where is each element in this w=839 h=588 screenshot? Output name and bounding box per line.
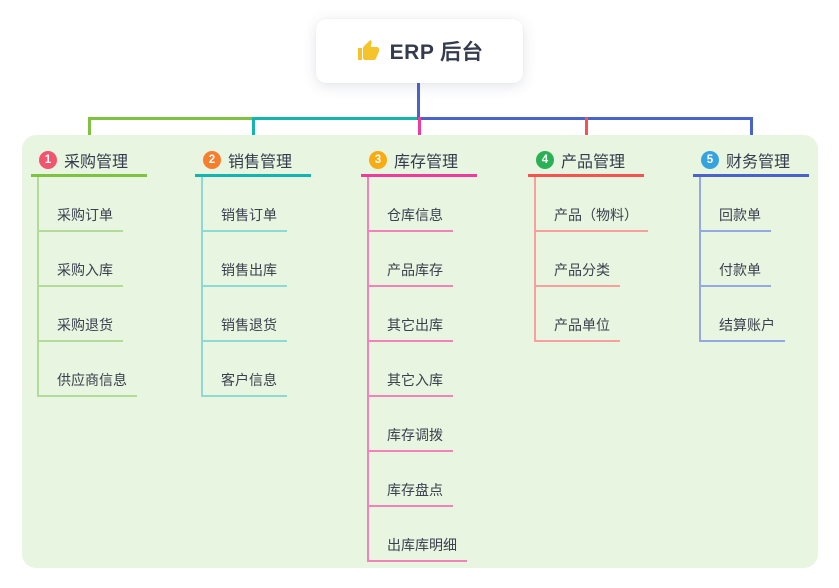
branch-child-item[interactable]: 仓库信息 bbox=[369, 177, 467, 232]
trunk-segment-line bbox=[253, 117, 418, 120]
branch-child-item[interactable]: 产品（物料） bbox=[536, 177, 648, 232]
branch-header[interactable]: 2 销售管理 bbox=[195, 146, 311, 177]
branch-drop-line bbox=[749, 117, 753, 146]
branch-children: 销售订单销售出库销售退货客户信息 bbox=[201, 177, 287, 397]
branch-child-item[interactable]: 销售订单 bbox=[203, 177, 287, 232]
child-label: 采购退货 bbox=[39, 315, 123, 342]
branch-title: 库存管理 bbox=[394, 154, 459, 171]
branch-number-badge: 3 bbox=[369, 151, 387, 169]
branch-number-badge: 4 bbox=[536, 151, 554, 169]
branch-child-item[interactable]: 出库库明细 bbox=[369, 507, 467, 562]
branch-child-item[interactable]: 销售退货 bbox=[203, 287, 287, 342]
branch-title: 产品管理 bbox=[561, 154, 626, 171]
branch-child-item[interactable]: 其它入库 bbox=[369, 342, 467, 397]
branch-child-item[interactable]: 产品单位 bbox=[536, 287, 648, 342]
thumbs-up-icon bbox=[356, 39, 380, 63]
branch-number-badge: 5 bbox=[701, 151, 719, 169]
child-label: 产品库存 bbox=[369, 260, 453, 287]
branch-child-item[interactable]: 结算账户 bbox=[701, 287, 785, 342]
branch-drop-line bbox=[251, 117, 255, 146]
child-label: 库存调拨 bbox=[369, 425, 453, 452]
branch-title: 销售管理 bbox=[228, 154, 293, 171]
root-title: ERP 后台 bbox=[389, 41, 484, 64]
child-label: 产品（物料） bbox=[536, 205, 648, 232]
branch-drop-line bbox=[584, 117, 588, 146]
child-label: 销售出库 bbox=[203, 260, 287, 287]
branch-drop-line bbox=[417, 117, 421, 146]
child-label: 销售退货 bbox=[203, 315, 287, 342]
mindmap-root-node[interactable]: ERP 后台 bbox=[316, 19, 523, 83]
child-label: 销售订单 bbox=[203, 205, 287, 232]
child-label: 其它入库 bbox=[369, 370, 453, 397]
child-label: 产品单位 bbox=[536, 315, 620, 342]
branch-child-item[interactable]: 销售出库 bbox=[203, 232, 287, 287]
branch-header[interactable]: 4 产品管理 bbox=[528, 146, 644, 177]
branch-drop-line bbox=[87, 117, 91, 146]
branch-number-badge: 1 bbox=[39, 151, 57, 169]
child-label: 库存盘点 bbox=[369, 480, 453, 507]
child-label: 采购订单 bbox=[39, 205, 123, 232]
branch-header[interactable]: 3 库存管理 bbox=[361, 146, 477, 177]
branch-children: 仓库信息产品库存其它出库其它入库库存调拨库存盘点出库库明细 bbox=[367, 177, 467, 562]
branch-child-item[interactable]: 其它出库 bbox=[369, 287, 467, 342]
branch-child-item[interactable]: 库存调拨 bbox=[369, 397, 467, 452]
branch-number-badge: 2 bbox=[203, 151, 221, 169]
branch-child-item[interactable]: 客户信息 bbox=[203, 342, 287, 397]
branch-title: 财务管理 bbox=[726, 154, 791, 171]
branch-header[interactable]: 1 采购管理 bbox=[31, 146, 147, 177]
child-label: 结算账户 bbox=[701, 315, 785, 342]
branch-child-item[interactable]: 产品分类 bbox=[536, 232, 648, 287]
child-label: 其它出库 bbox=[369, 315, 453, 342]
child-label: 仓库信息 bbox=[369, 205, 453, 232]
branch-children: 产品（物料） 产品分类产品单位 bbox=[534, 177, 648, 342]
branch-child-item[interactable]: 产品库存 bbox=[369, 232, 467, 287]
branches-background-panel bbox=[22, 135, 818, 568]
child-label: 付款单 bbox=[701, 260, 771, 287]
branch-children: 采购订单采购入库采购退货供应商信息 bbox=[37, 177, 137, 397]
child-label: 采购入库 bbox=[39, 260, 123, 287]
child-label: 产品分类 bbox=[536, 260, 620, 287]
branch-child-item[interactable]: 付款单 bbox=[701, 232, 785, 287]
branch-child-item[interactable]: 库存盘点 bbox=[369, 452, 467, 507]
branch-child-item[interactable]: 回款单 bbox=[701, 177, 785, 232]
child-label: 回款单 bbox=[701, 205, 771, 232]
branch-children: 回款单付款单结算账户 bbox=[699, 177, 785, 342]
root-stem-line bbox=[416, 83, 420, 117]
branch-child-item[interactable]: 供应商信息 bbox=[39, 342, 137, 397]
branch-child-item[interactable]: 采购退货 bbox=[39, 287, 137, 342]
branch-child-item[interactable]: 采购订单 bbox=[39, 177, 137, 232]
branch-header[interactable]: 5 财务管理 bbox=[693, 146, 809, 177]
child-label: 供应商信息 bbox=[39, 370, 137, 397]
branch-title: 采购管理 bbox=[64, 154, 129, 171]
trunk-segment-line bbox=[87, 117, 253, 120]
child-label: 客户信息 bbox=[203, 370, 287, 397]
branch-child-item[interactable]: 采购入库 bbox=[39, 232, 137, 287]
child-label: 出库库明细 bbox=[369, 535, 467, 562]
